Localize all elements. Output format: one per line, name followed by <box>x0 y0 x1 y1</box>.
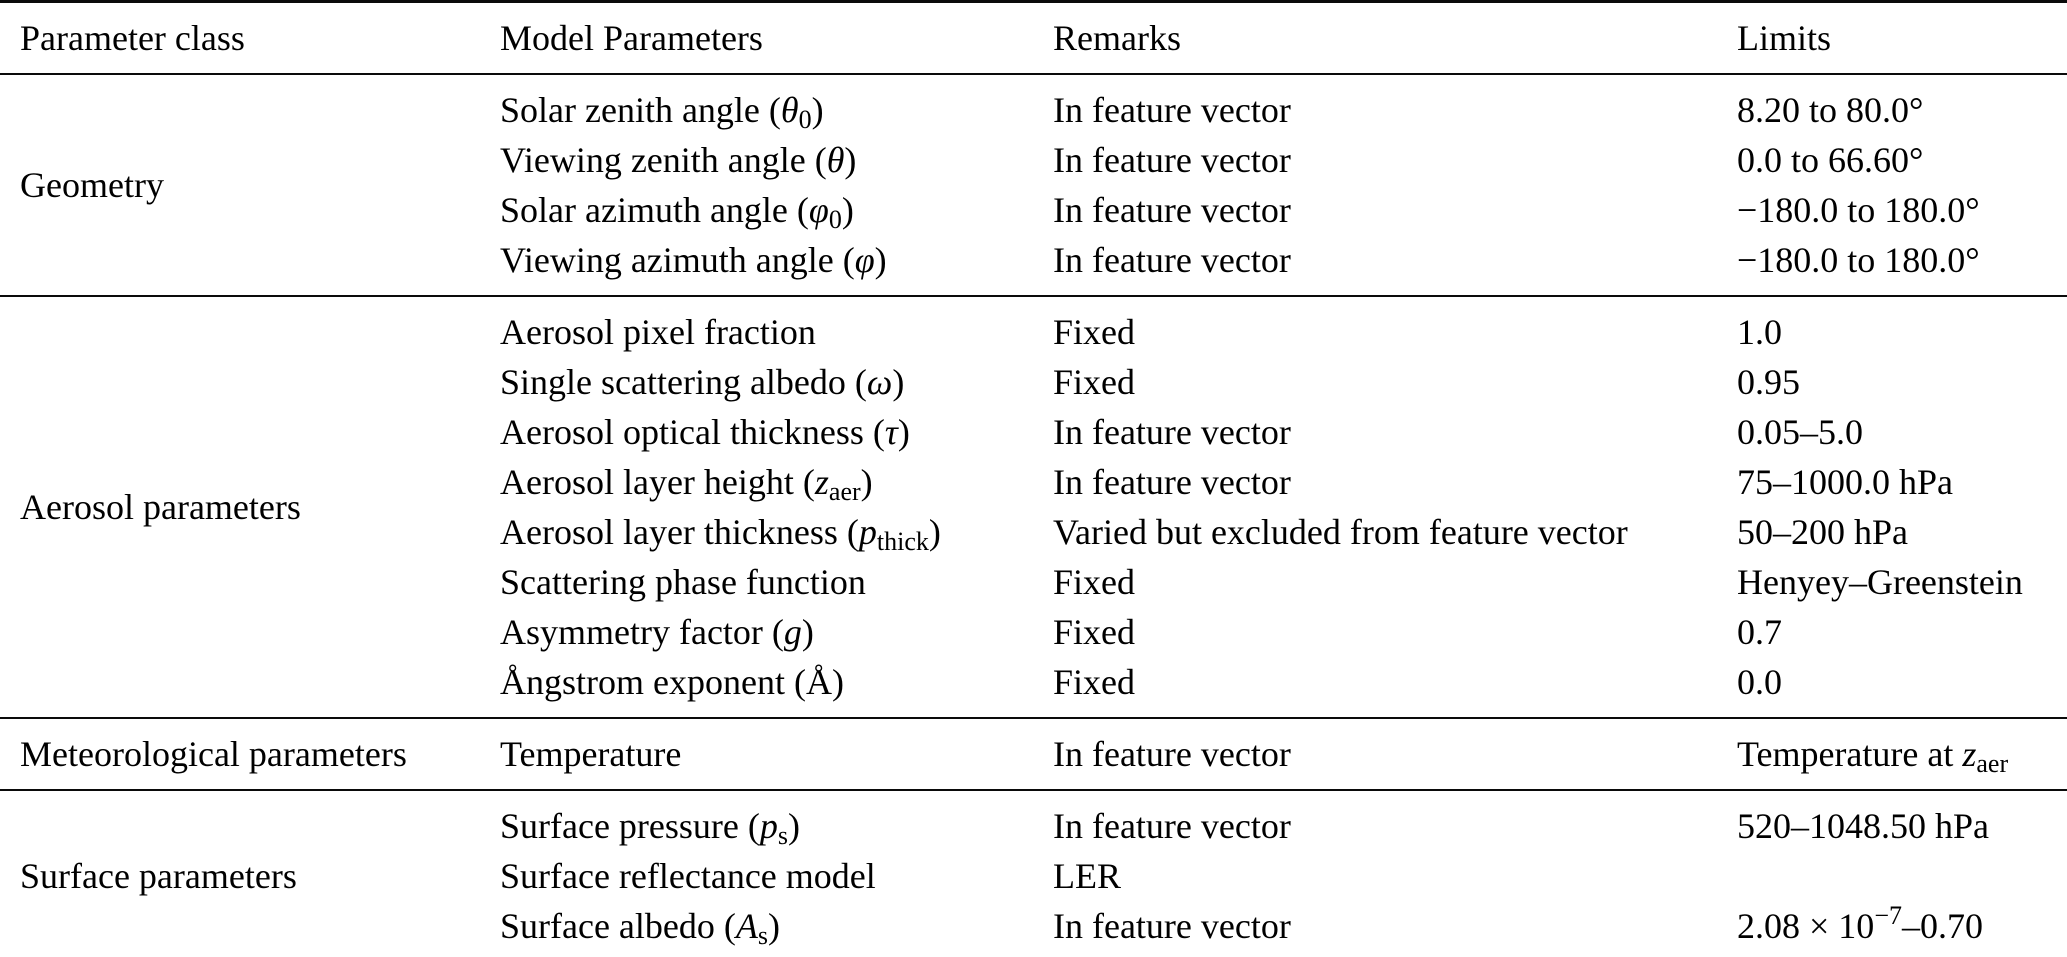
limit-cell: 0.0 <box>1737 662 1782 702</box>
table-row: Aerosol layer height (zaer) In feature ve… <box>0 457 2067 507</box>
table-header: Parameter class Model Parameters Remarks… <box>0 1 2067 75</box>
limit-cell: −180.0 to 180.0° <box>1737 240 1980 280</box>
limit-cell: 1.0 <box>1737 312 1782 352</box>
remark-cell: In feature vector <box>1053 906 1291 946</box>
model-parameter-cell: Aerosol layer height (zaer) <box>500 462 873 506</box>
column-header-limits: Limits <box>1717 1 2067 75</box>
table-row: Surface parameters Surface pressure (ps) I… <box>0 790 2067 896</box>
remark-cell: Fixed <box>1053 662 1136 702</box>
column-header-remarks: Remarks <box>1033 1 1717 75</box>
limit-cell: 75–1000.0 hPa <box>1737 462 1953 502</box>
model-parameter-cell: Viewing azimuth angle (φ) <box>500 240 887 280</box>
limit-cell: 0.05–5.0 <box>1737 412 1863 452</box>
model-parameter-cell: Solar zenith angle (θ0) <box>500 90 824 134</box>
limit-cell: 0.7 <box>1737 612 1782 652</box>
section-meteorological-parameters: Meteorological parameters Temperature In f… <box>0 718 2067 790</box>
remark-cell: In feature vector <box>1053 462 1291 502</box>
model-parameter-cell: Viewing zenith angle (θ) <box>500 140 857 180</box>
remark-cell: In feature vector <box>1053 806 1291 846</box>
table-row: Aerosol layer thickness (pthick) Varied b… <box>0 507 2067 557</box>
limit-cell: 2.08 × 10−7–0.70 <box>1737 900 1983 946</box>
limit-cell: 0.0 to 66.60° <box>1737 140 1924 180</box>
column-header-model-parameters: Model Parameters <box>480 1 1033 75</box>
model-parameter-cell: Aerosol layer thickness (pthick) <box>500 512 941 556</box>
table-row: Ångstrom exponent (Å) Fixed 0.0 <box>0 657 2067 718</box>
section-surface-parameters: Surface parameters Surface pressure (ps) I… <box>0 790 2067 957</box>
limit-cell <box>1717 851 2067 901</box>
limit-cell: 0.95 <box>1737 362 1800 402</box>
remark-cell: In feature vector <box>1053 412 1291 452</box>
model-parameter-cell: Asymmetry factor (g) <box>500 612 814 652</box>
table-row: Surface reflectance model LER <box>0 851 2067 901</box>
remark-cell: LER <box>1053 856 1121 896</box>
model-parameter-cell: Single scattering albedo (ω) <box>500 362 905 402</box>
limit-cell: Henyey–Greenstein <box>1737 562 2023 602</box>
param-class-cell: Surface parameters <box>20 856 297 896</box>
model-parameter-cell: Surface albedo (As) <box>500 906 781 950</box>
table-row: Scattering phase function Fixed Henyey–Gre… <box>0 557 2067 607</box>
param-class-cell: Geometry <box>20 165 164 205</box>
table-row: Aerosol optical thickness (τ) In feature … <box>0 407 2067 457</box>
table-row: Meteorological parameters Temperature In f… <box>0 718 2067 790</box>
param-class-cell: Meteorological parameters <box>20 734 407 774</box>
remark-cell: In feature vector <box>1053 734 1291 774</box>
table-row: Geometry Solar zenith angle (θ0) In featur… <box>0 74 2067 205</box>
remark-cell: In feature vector <box>1053 140 1291 180</box>
remark-cell: Fixed <box>1053 312 1136 352</box>
table-row: Single scattering albedo (ω) Fixed 0.95 <box>0 357 2067 407</box>
model-parameter-cell: Temperature <box>500 734 682 774</box>
remark-cell: Varied but excluded from feature vector <box>1053 512 1628 552</box>
remark-cell: Fixed <box>1053 612 1136 652</box>
remark-cell: Fixed <box>1053 362 1136 402</box>
limit-cell: 8.20 to 80.0° <box>1737 90 1924 130</box>
limit-cell: Temperature at zaer <box>1737 734 2009 778</box>
table-row: Surface albedo (As) In feature vector 2.08… <box>0 901 2067 957</box>
remark-cell: In feature vector <box>1053 90 1291 130</box>
model-parameter-cell: Aerosol optical thickness (τ) <box>500 412 910 452</box>
remark-cell: In feature vector <box>1053 240 1291 280</box>
model-parameter-cell: Surface reflectance model <box>500 856 876 896</box>
table-row: Aerosol parameters Aerosol pixel fraction… <box>0 296 2067 527</box>
section-aerosol-parameters: Aerosol parameters Aerosol pixel fraction… <box>0 296 2067 718</box>
table-row: Asymmetry factor (g) Fixed 0.7 <box>0 607 2067 657</box>
section-geometry: Geometry Solar zenith angle (θ0) In featur… <box>0 74 2067 296</box>
limit-cell: 520–1048.50 hPa <box>1737 806 1989 846</box>
model-parameter-cell: Scattering phase function <box>500 562 866 602</box>
model-parameter-cell: Surface pressure (ps) <box>500 806 800 850</box>
limit-cell: 50–200 hPa <box>1737 512 1908 552</box>
column-header-parameter-class: Parameter class <box>0 1 480 75</box>
param-class-cell: Aerosol parameters <box>20 487 301 527</box>
table-row: Viewing azimuth angle (φ) In feature vect… <box>0 235 2067 296</box>
remark-cell: Fixed <box>1053 562 1136 602</box>
limit-cell: −180.0 to 180.0° <box>1737 190 1980 230</box>
table-row: Viewing zenith angle (θ) In feature vecto… <box>0 135 2067 185</box>
model-parameter-cell: Ångstrom exponent (Å) <box>500 662 844 702</box>
table-row: Solar azimuth angle (φ0) In feature vecto… <box>0 185 2067 235</box>
model-parameter-cell: Solar azimuth angle (φ0) <box>500 190 854 234</box>
header-row: Parameter class Model Parameters Remarks… <box>0 1 2067 75</box>
remark-cell: In feature vector <box>1053 190 1291 230</box>
model-parameter-cell: Aerosol pixel fraction <box>500 312 816 352</box>
